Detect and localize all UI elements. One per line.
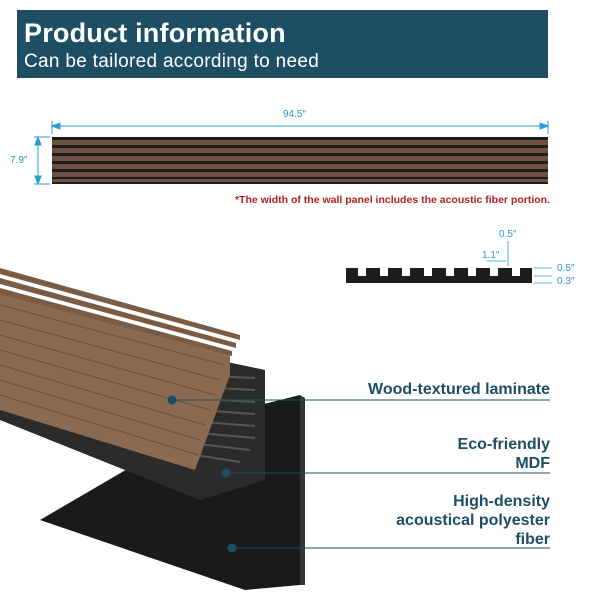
height-label: 7.9″ xyxy=(10,155,28,166)
panel-front-view xyxy=(52,137,548,184)
cross-section-dimension-lines xyxy=(487,241,552,284)
slat-depth-label: 0.5″ xyxy=(557,263,575,274)
leader-lines xyxy=(167,395,550,553)
fiber-label: High-density acoustical polyester fiber xyxy=(396,493,550,548)
page-subtitle: Can be tailored according to need xyxy=(24,51,320,72)
mdf-label: Eco-friendly MDF xyxy=(457,436,550,472)
slat-width-label: 1.1″ xyxy=(482,250,500,261)
width-note: *The width of the wall panel includes th… xyxy=(234,194,550,206)
backing-thickness-label: 0.3″ xyxy=(557,276,575,287)
wood-slats-illustration xyxy=(0,268,240,356)
header-banner: Product information Can be tailored acco… xyxy=(10,10,548,78)
panel-cross-section xyxy=(346,268,532,283)
length-label: 94.5″ xyxy=(283,109,307,120)
height-dimension-line xyxy=(34,135,50,186)
laminate-label: Wood-textured laminate xyxy=(368,381,550,398)
wood-laminate-illustration xyxy=(0,292,230,470)
header-accent-bar xyxy=(10,10,17,78)
page-title: Product information xyxy=(24,18,286,48)
length-dimension-line xyxy=(50,121,550,134)
slat-gap-label: 0.5″ xyxy=(499,229,517,240)
